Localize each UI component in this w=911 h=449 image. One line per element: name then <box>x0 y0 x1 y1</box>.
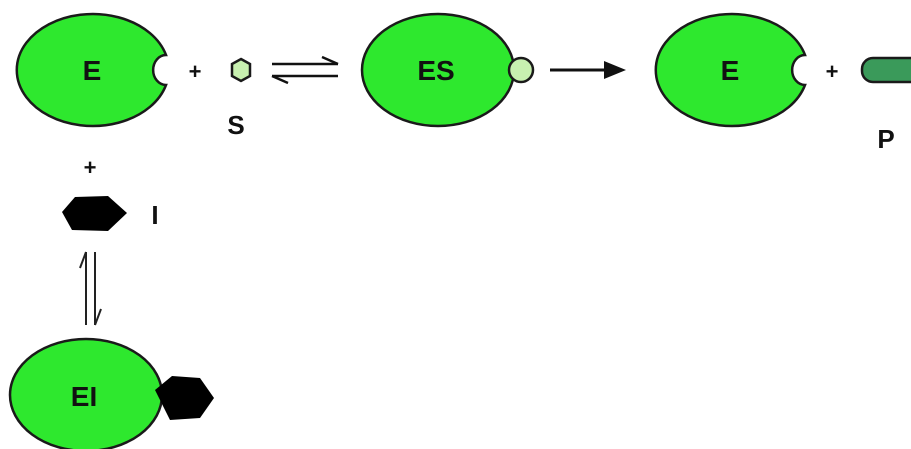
product-rectangle-icon <box>860 56 911 84</box>
free-enzyme: E <box>15 12 168 128</box>
inhibitor-label: I <box>151 200 158 230</box>
equilibrium-arrows-icon <box>271 55 339 85</box>
regenerated-enzyme: E <box>654 12 807 128</box>
inhibited-complex-label: EI <box>71 381 97 412</box>
plus-sign-3: + <box>84 155 97 180</box>
substrate: S <box>227 57 252 140</box>
product-label: P <box>877 124 894 154</box>
inhibitor: I <box>62 196 159 231</box>
enzyme-substrate-complex: ES <box>360 12 535 128</box>
substrate-hexagon-icon <box>230 57 252 83</box>
complex-label: ES <box>417 55 454 86</box>
regenerated-enzyme-shape <box>654 12 807 128</box>
product: P <box>860 56 911 154</box>
enzyme-inhibitor-complex: EI <box>8 337 214 449</box>
regenerated-enzyme-label: E <box>721 55 740 86</box>
free-enzyme-label: E <box>83 55 102 86</box>
free-enzyme-shape <box>15 12 168 128</box>
inhibitor-blob-icon <box>62 196 127 231</box>
bound-inhibitor-icon <box>155 376 214 420</box>
plus-sign-1: + <box>189 59 202 84</box>
substrate-label: S <box>227 110 244 140</box>
vertical-equilibrium-arrows-icon <box>79 251 102 326</box>
bound-substrate-icon <box>507 56 535 84</box>
forward-arrow-icon <box>550 61 626 79</box>
plus-sign-2: + <box>826 59 839 84</box>
